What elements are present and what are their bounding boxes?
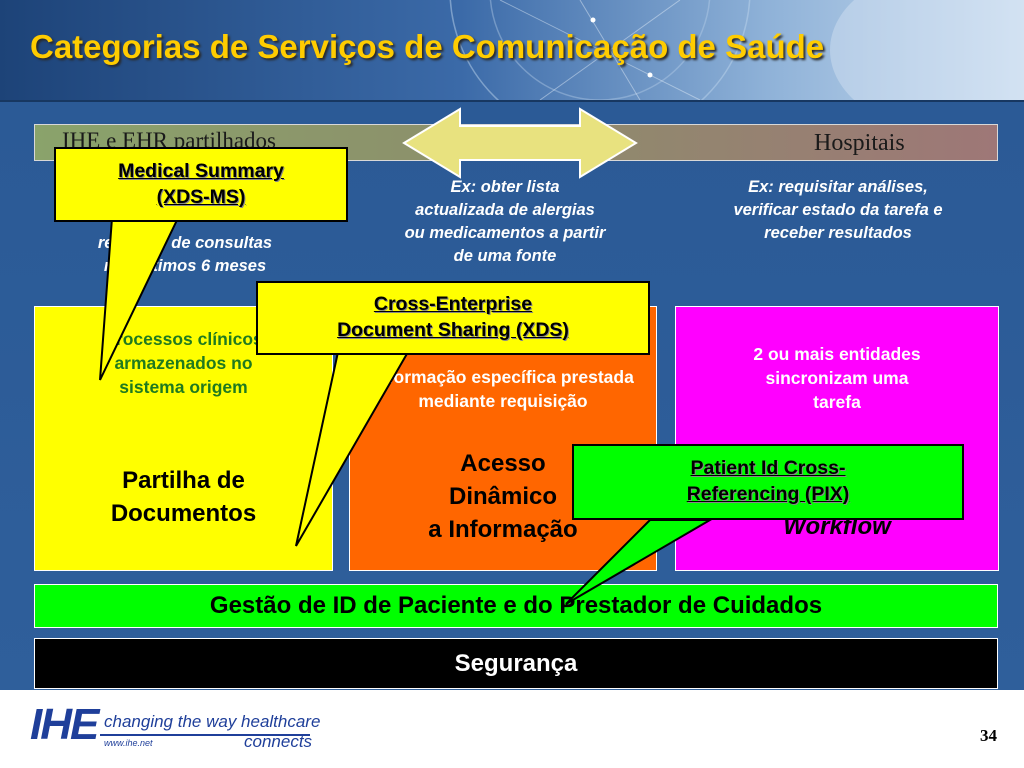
description-line: Informação específica prestada bbox=[372, 367, 634, 387]
callout-line: Document Sharing (XDS) bbox=[337, 319, 569, 341]
page-number: 34 bbox=[980, 726, 997, 745]
description-line: 2 ou mais entidades bbox=[753, 344, 921, 364]
callout-line: (XDS-MS) bbox=[156, 186, 246, 208]
description-line: Processos clínicos bbox=[104, 329, 263, 349]
xds-callout: Cross-Enterprise Document Sharing (XDS) bbox=[256, 281, 650, 355]
pix-callout-text: Patient Id Cross- Referencing (PIX) bbox=[574, 446, 962, 507]
example-workflow: Ex: requisitar análises, verificar estad… bbox=[680, 176, 996, 245]
callout-line: Patient Id Cross- bbox=[690, 457, 846, 479]
example-access-line: de uma fonte bbox=[453, 247, 557, 265]
title-line: Partilha de bbox=[122, 467, 245, 494]
example-workflow-line: receber resultados bbox=[764, 224, 912, 242]
example-access-line: ou medicamentos a partir bbox=[404, 224, 606, 242]
example-access-line: Ex: obter lista bbox=[450, 178, 560, 196]
pix-callout-tail bbox=[565, 519, 714, 605]
logo-underline bbox=[100, 734, 310, 736]
example-workflow-line: verificar estado da tarefa e bbox=[733, 201, 943, 219]
example-access-line: actualizada de alergias bbox=[415, 201, 595, 219]
workflow-description: 2 ou mais entidades sincronizam uma tare… bbox=[676, 342, 998, 414]
context-bar-right-label: Hospitais bbox=[814, 130, 905, 156]
logo-url: www.ihe.net bbox=[104, 738, 153, 748]
title-line: Dinâmico bbox=[448, 483, 558, 510]
document-sharing-description: Processos clínicos armazenados no sistem… bbox=[35, 327, 332, 399]
callout-line: Referencing (PIX) bbox=[686, 483, 850, 505]
workflow-box: 2 ou mais entidades sincronizam uma tare… bbox=[675, 306, 999, 571]
identity-management-bar: Gestão de ID de Paciente e do Prestador … bbox=[34, 584, 998, 628]
medical-summary-callout: Medical Summary (XDS-MS) bbox=[54, 147, 348, 222]
dynamic-access-description: Informação específica prestada mediante … bbox=[350, 365, 656, 413]
medical-summary-callout-tail bbox=[99, 217, 180, 381]
title-line: Documentos bbox=[110, 500, 257, 527]
security-bar: Segurança bbox=[34, 638, 998, 689]
logo-tagline: changing the way healthcare bbox=[104, 712, 321, 731]
logo-connects: connects bbox=[244, 732, 313, 751]
document-sharing-title: Partilha de Documentos bbox=[35, 464, 332, 530]
slide-footer: IHE changing the way healthcare www.ihe.… bbox=[0, 690, 1024, 768]
slide-header: Categorias de Serviços de Comunicação de… bbox=[0, 0, 1024, 102]
medical-summary-callout-text: Medical Summary (XDS-MS) bbox=[56, 149, 346, 210]
title-line: a Informação bbox=[428, 516, 578, 543]
dynamic-access-title: Acesso Dinâmico a Informação bbox=[350, 447, 656, 546]
description-line: tarefa bbox=[813, 392, 861, 412]
xds-callout-text: Cross-Enterprise Document Sharing (XDS) bbox=[258, 283, 648, 343]
double-arrow-icon bbox=[402, 107, 638, 179]
example-workflow-line: Ex: requisitar análises, bbox=[748, 178, 928, 196]
ihe-logo: IHE bbox=[30, 700, 99, 749]
pix-callout: Patient Id Cross- Referencing (PIX) bbox=[572, 444, 964, 520]
callout-line: Cross-Enterprise bbox=[373, 293, 533, 315]
description-line: sincronizam uma bbox=[765, 368, 909, 388]
xds-callout-tail bbox=[295, 351, 410, 547]
description-line: mediante requisição bbox=[418, 391, 588, 411]
description-line: armazenados no bbox=[114, 353, 253, 373]
globe-graphic bbox=[449, 0, 1024, 100]
callout-line: Medical Summary bbox=[118, 160, 284, 182]
example-access: Ex: obter lista actualizada de alergias … bbox=[355, 176, 655, 268]
title-line: Acesso bbox=[460, 450, 546, 477]
description-line: sistema origem bbox=[119, 377, 248, 397]
slide-title: Categorias de Serviços de Comunicação de… bbox=[30, 28, 825, 65]
